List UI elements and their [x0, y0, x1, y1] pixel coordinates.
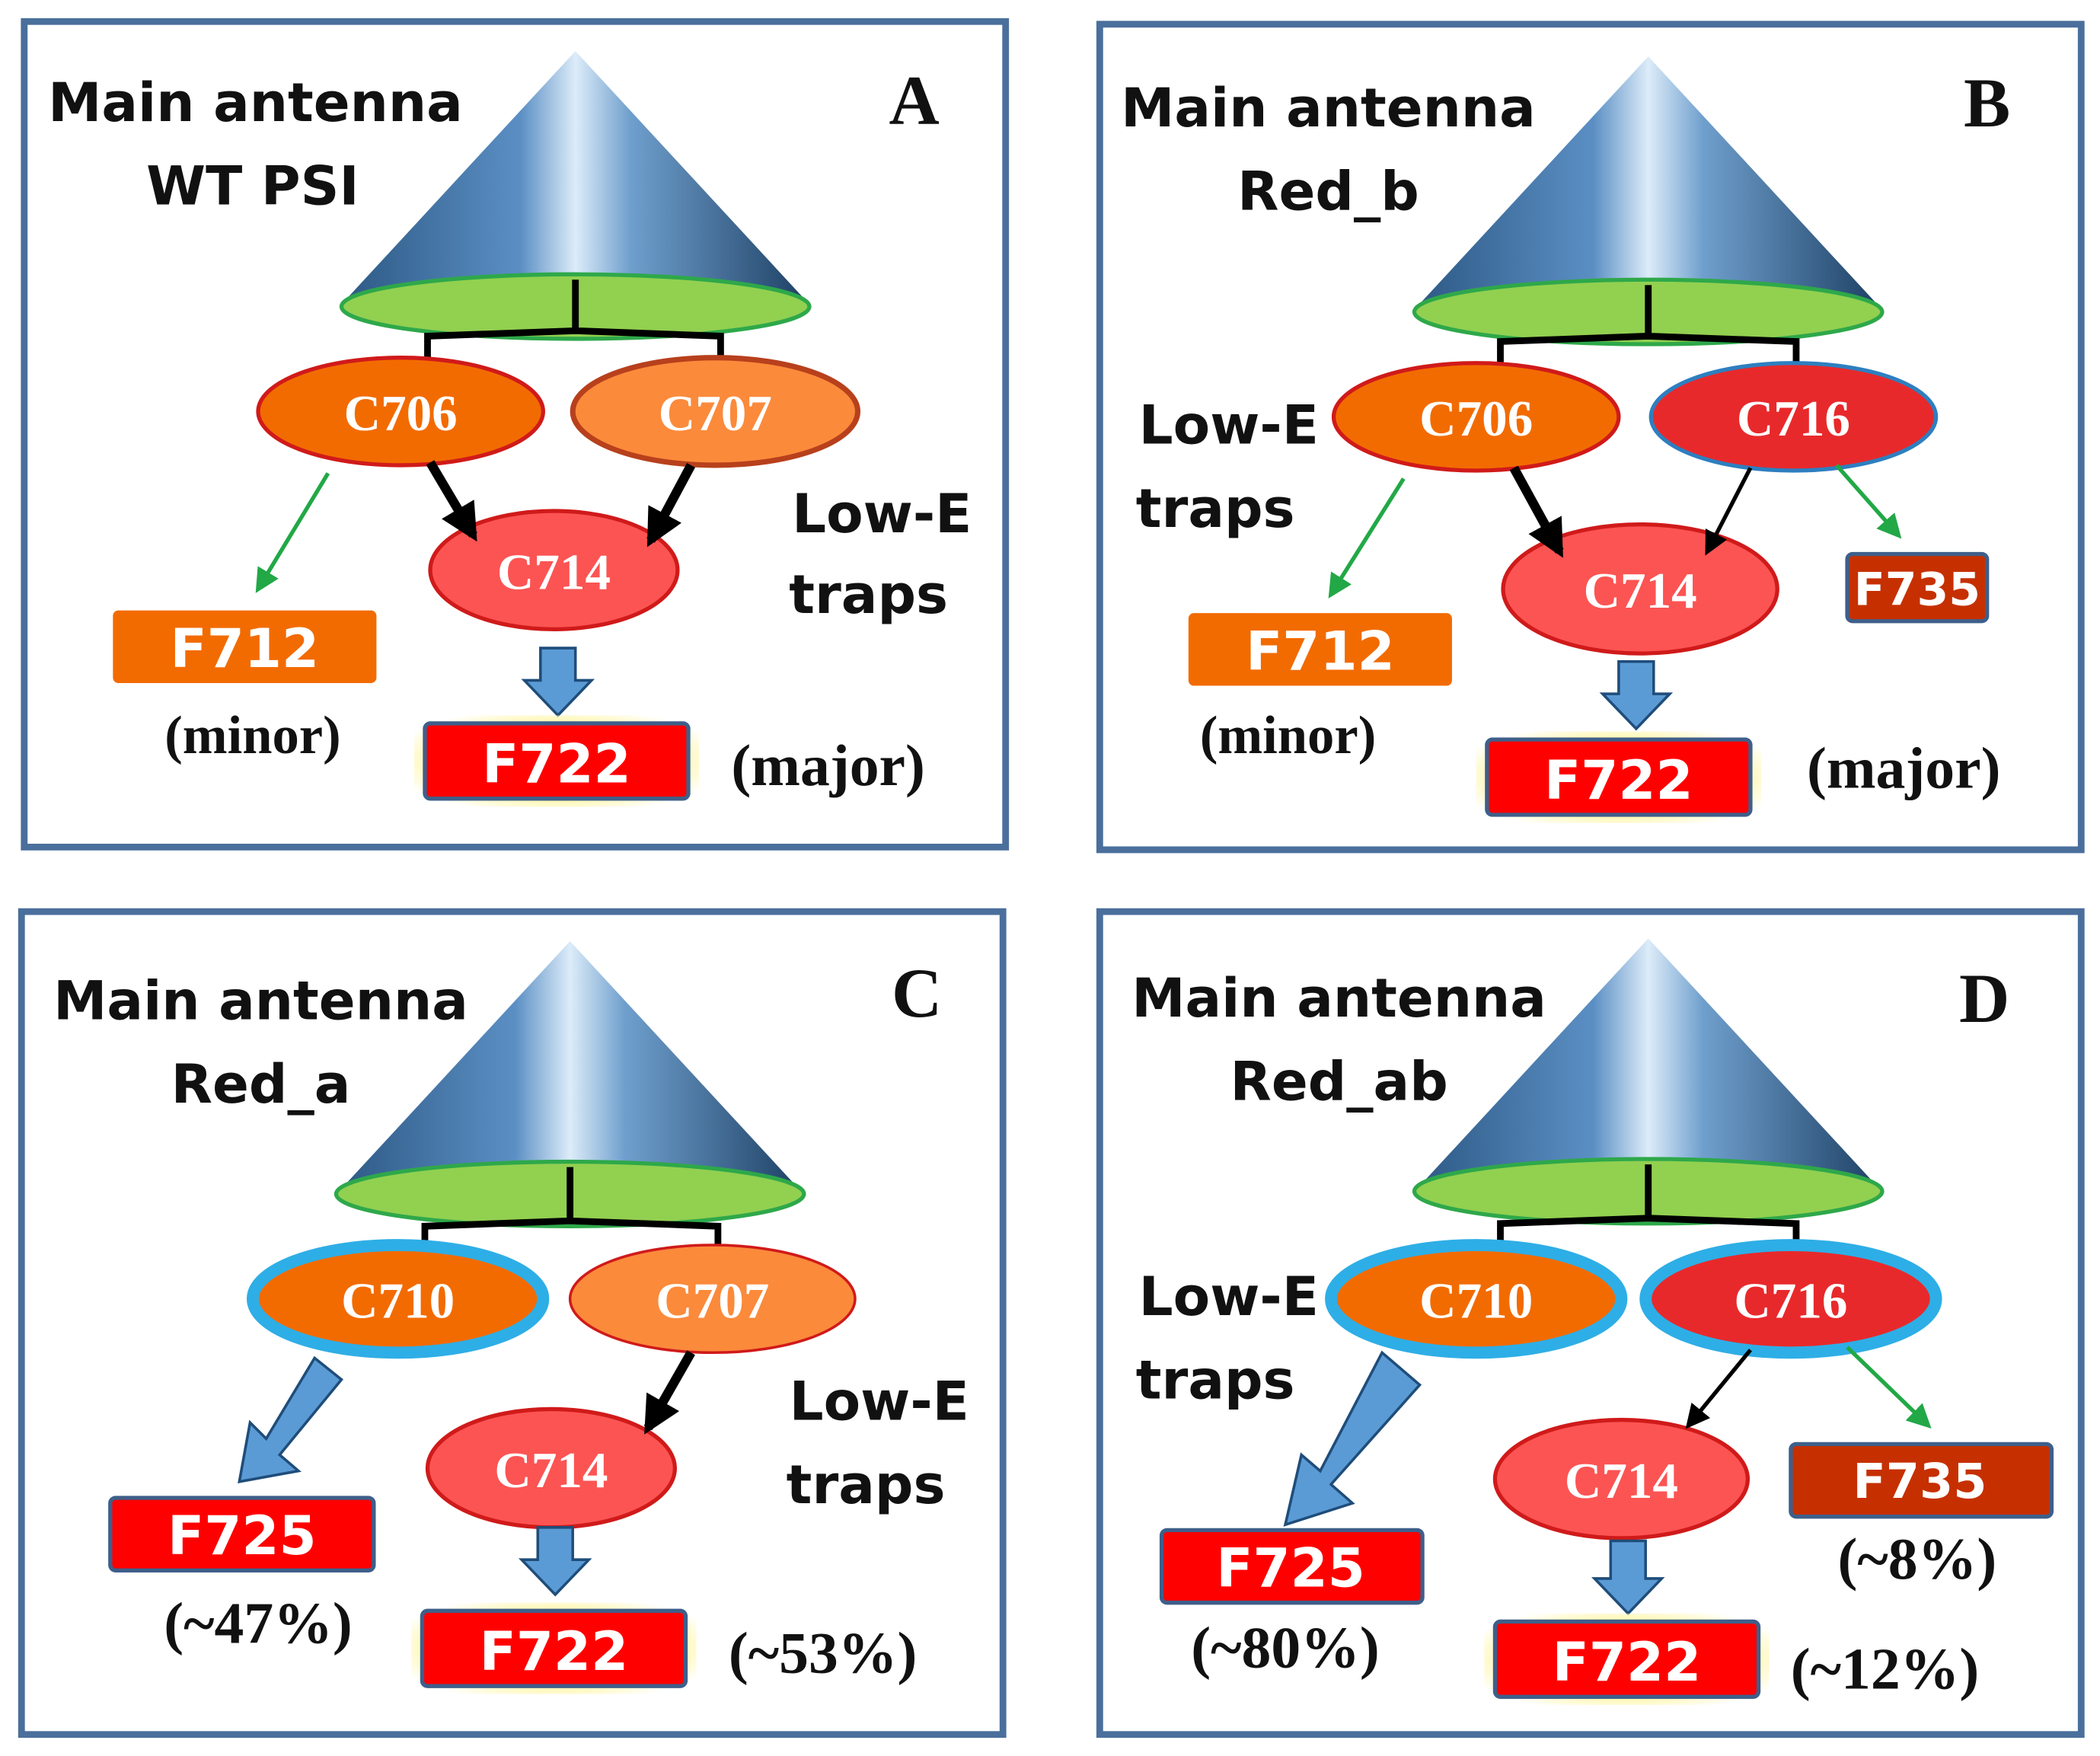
- panel-a-node-right: [570, 355, 861, 468]
- panel-d-node-center-label: C714: [1565, 1452, 1678, 1509]
- panel-d: D Main antenna Red_ab C710 C716 C714 Low…: [1096, 908, 2085, 1738]
- panel-d-box-center-note: (~12%): [1791, 1636, 1980, 1702]
- panel-b-node-left-label: C706: [1419, 390, 1533, 447]
- panel-d-arrow-to-box-left: [1283, 1350, 1422, 1527]
- panel-a-side-line1: Low-E: [792, 482, 972, 545]
- panel-a-box-center: [423, 721, 691, 801]
- panel-a-node-right-label: C707: [659, 385, 772, 442]
- panel-c-antenna-cone: [341, 940, 799, 1189]
- panel-a-connector: [424, 279, 724, 361]
- panel-a: A Main antenna WT PSI C706 C707 C714 Low…: [21, 18, 1010, 851]
- panel-b-box-left-note: (minor): [1200, 706, 1376, 765]
- panel-a-node-left-label: C706: [344, 385, 458, 442]
- panel-d-box-right-note: (~8%): [1838, 1526, 1997, 1592]
- panel-c-arrow-to-box-left: [238, 1355, 343, 1483]
- panel-c-side-line2: traps: [787, 1453, 946, 1516]
- panel-a-arrow-left-to-center: [426, 460, 477, 542]
- panel-b-title-line2: Red_b: [1237, 159, 1419, 222]
- panel-b-node-right: [1648, 361, 1939, 473]
- panel-b-connector: [1497, 285, 1800, 366]
- panel-a-box-left: [113, 610, 377, 683]
- panel-b-arrow-left-to-center: [1509, 465, 1564, 558]
- panel-b-node-left: [1331, 361, 1621, 473]
- panel-b-antenna-cone: [1419, 56, 1877, 305]
- panel-b-title-line1: Main antenna: [1121, 76, 1536, 139]
- panel-c-node-center-label: C714: [494, 1442, 608, 1499]
- panel-b-box-left-label: F712: [1246, 619, 1395, 682]
- panel-d-side-line2: traps: [1136, 1348, 1295, 1411]
- panel-d-box-right: [1789, 1442, 2054, 1519]
- panel-a-node-center: [428, 509, 680, 631]
- panel-d-node-center: [1492, 1417, 1751, 1540]
- panel-b-arrow-right-to-center: [1705, 467, 1753, 556]
- panel-b-side-line2: traps: [1136, 477, 1295, 540]
- panel-d-box-center-label: F722: [1553, 1630, 1702, 1694]
- panel-d-box-center: [1492, 1619, 1761, 1699]
- panel-b-arrow-to-box-left: [1328, 477, 1406, 599]
- panel-a-box-center-note: (major): [731, 733, 925, 798]
- panel-a-box-center-label: F722: [482, 733, 631, 796]
- panel-d-antenna-cone: [1419, 938, 1877, 1186]
- panel-a-arrow-right-to-center: [646, 463, 696, 548]
- panel-d-arrow-right-to-center: [1685, 1349, 1752, 1429]
- panel-c-box-left: [108, 1496, 376, 1572]
- panel-a-arrow-to-box-left: [255, 472, 330, 593]
- panel-d-title-line2: Red_ab: [1230, 1049, 1447, 1113]
- panel-d-title-line1: Main antenna: [1131, 966, 1546, 1030]
- panel-d-arrow-to-box-center: [1591, 1539, 1665, 1616]
- panel-d-box-left-label: F725: [1216, 1537, 1365, 1600]
- panel-d-letter: D: [1959, 959, 2009, 1037]
- panel-c-box-center: [420, 1608, 688, 1688]
- panel-a-side-line2: traps: [789, 563, 948, 626]
- panel-c-node-right-label: C707: [656, 1272, 769, 1329]
- panel-c-box-left-label: F725: [168, 1504, 317, 1567]
- panel-c-box-center-label: F722: [480, 1620, 629, 1683]
- panel-b-arrow-to-box-center: [1599, 659, 1674, 731]
- panel-d-box-right-label: F735: [1853, 1453, 1987, 1509]
- panel-c-box-left-note: (~47%): [164, 1591, 353, 1656]
- panel-a-title-line1: Main antenna: [48, 71, 463, 134]
- panel-b-side-line1: Low-E: [1139, 394, 1319, 457]
- panel-c-node-left-label: C710: [341, 1272, 455, 1329]
- panel-c-title-line1: Main antenna: [53, 969, 468, 1032]
- panel-b-arrow-to-box-right: [1834, 464, 1902, 539]
- panel-a-box-left-note: (minor): [164, 706, 340, 765]
- panel-d-box-left: [1159, 1528, 1425, 1605]
- panel-a-letter: A: [889, 61, 940, 139]
- panel-b-node-center: [1501, 522, 1779, 656]
- panel-d-box-left-note: (~80%): [1191, 1614, 1380, 1680]
- panel-c-node-right: [568, 1244, 857, 1355]
- panel-a-node-left: [256, 356, 545, 468]
- panel-c-side-line1: Low-E: [790, 1370, 969, 1433]
- panel-b-box-right: [1845, 551, 1990, 624]
- panel-b-box-center-label: F722: [1544, 749, 1693, 812]
- panel-d-node-left-label: C710: [1419, 1272, 1533, 1329]
- panel-b-box-right-label: F735: [1854, 564, 1980, 617]
- panel-c-letter: C: [892, 954, 942, 1032]
- panel-c-title-line2: Red_a: [171, 1052, 351, 1116]
- panel-c-box-center-note: (~53%): [729, 1620, 918, 1686]
- panel-b-box-center-note: (major): [1807, 736, 2001, 801]
- panel-a-title-line2: WT PSI: [146, 154, 359, 217]
- panel-b: B Main antenna Red_b C706 C716 C714 Low-…: [1096, 21, 2085, 854]
- panel-b-node-center-label: C714: [1584, 562, 1697, 619]
- panel-a-box-left-label: F712: [171, 617, 320, 680]
- panel-a-arrow-to-box-center: [521, 647, 595, 717]
- panel-b-box-left: [1188, 613, 1452, 686]
- panel-d-node-right-label: C716: [1734, 1272, 1847, 1329]
- panel-c-arrow-right-to-center: [643, 1350, 695, 1435]
- panel-b-box-center: [1485, 737, 1753, 817]
- panel-b-node-right-label: C716: [1737, 390, 1850, 447]
- panel-d-arrow-to-box-right: [1846, 1346, 1932, 1429]
- panel-c: C Main antenna Red_a C710 C707 C714 Low-…: [18, 908, 1007, 1738]
- panel-a-antenna-cone: [346, 51, 804, 299]
- panel-d-node-left: [1325, 1239, 1628, 1359]
- panel-c-node-left: [247, 1239, 550, 1359]
- panel-a-node-center-label: C714: [497, 543, 611, 600]
- panel-d-side-line1: Low-E: [1139, 1265, 1319, 1328]
- panel-c-arrow-to-box-center: [518, 1526, 592, 1597]
- panel-d-node-right: [1639, 1239, 1942, 1359]
- panel-b-letter: B: [1964, 64, 2010, 142]
